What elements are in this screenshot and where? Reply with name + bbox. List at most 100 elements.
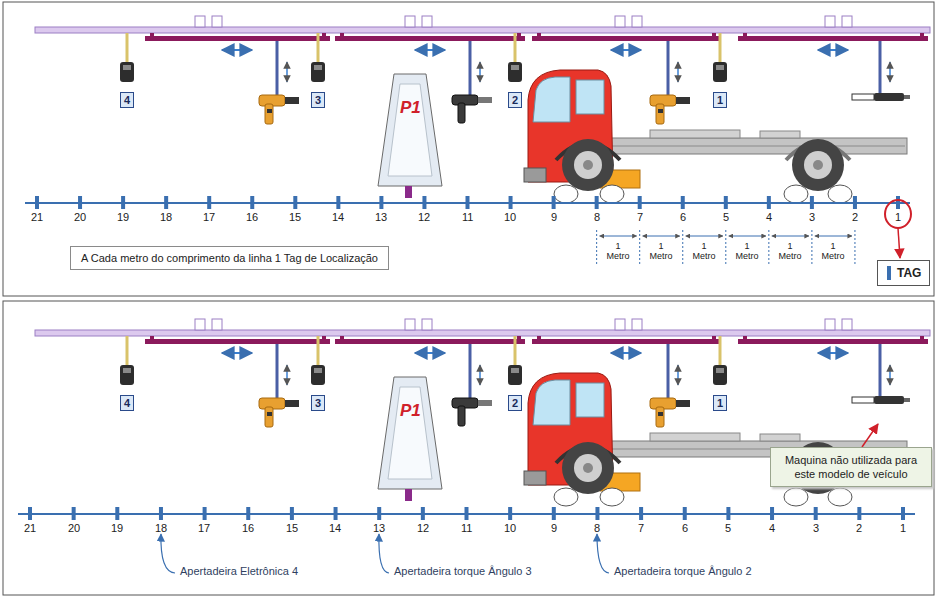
tool-label: Apertadeira torque Ângulo 2: [612, 565, 754, 577]
location-tag: [334, 507, 338, 520]
ruler-number: 17: [203, 211, 215, 223]
callout-box: Maquina não utilizada para este modelo d…: [770, 447, 932, 487]
ruler-number: 7: [638, 522, 644, 534]
tool-label: Apertadeira torque Ângulo 3: [392, 565, 534, 577]
span-divider: [682, 230, 683, 264]
location-tag: [465, 507, 469, 520]
leader-line: [379, 534, 389, 573]
span-divider: [639, 230, 640, 264]
ruler-number: 6: [682, 522, 688, 534]
ruler-number: 16: [242, 522, 254, 534]
span-arrow: [772, 236, 809, 237]
ruler-number: 17: [198, 522, 210, 534]
location-tag: [681, 196, 685, 209]
location-tag: [639, 507, 643, 520]
location-tag: [293, 196, 297, 209]
span-arrow: [815, 236, 852, 237]
leader-line: [161, 534, 175, 573]
ruler-number: 2: [852, 211, 858, 223]
location-tag: [203, 507, 207, 520]
ruler-number: 14: [329, 522, 341, 534]
ruler-number: 14: [332, 211, 344, 223]
span-label: 1 Metro: [775, 241, 805, 261]
leader-line: [862, 424, 878, 447]
sign-label: P1: [400, 98, 421, 118]
location-tag: [810, 196, 814, 209]
line-scene: [35, 319, 930, 506]
location-tag: [683, 507, 687, 520]
station-number: 1: [713, 92, 727, 108]
location-tag: [336, 196, 340, 209]
node-text: 2: [512, 397, 518, 409]
ruler-number: 21: [31, 211, 43, 223]
node-text: TAG: [897, 266, 921, 280]
ruler-number: 18: [155, 522, 167, 534]
span-label: 1 Metro: [818, 241, 848, 261]
highlight-circle: [885, 200, 911, 228]
location-tag: [246, 507, 250, 520]
location-tag: [595, 196, 599, 209]
ruler-number: 2: [856, 522, 862, 534]
location-tag: [767, 196, 771, 209]
ruler-number: 12: [418, 211, 430, 223]
ruler-number: 5: [723, 211, 729, 223]
node-text: Maquina não utilizada para este modelo d…: [785, 454, 917, 480]
panel-frame: [3, 2, 934, 296]
sign-label: P1: [400, 401, 421, 421]
location-tag: [422, 196, 426, 209]
ruler-number: 5: [725, 522, 731, 534]
location-tag: [726, 507, 730, 520]
location-tag: [595, 507, 599, 520]
node-text: 3: [315, 397, 321, 409]
location-tag: [377, 507, 381, 520]
location-tag: [78, 196, 82, 209]
span-label: 1 Metro: [603, 241, 633, 261]
span-label: 1 Metro: [689, 241, 719, 261]
location-tag: [508, 507, 512, 520]
ruler-number: 8: [594, 522, 600, 534]
span-divider: [811, 230, 812, 264]
ruler-number: 4: [769, 522, 775, 534]
location-tag: [35, 196, 39, 209]
ruler-number: 21: [24, 522, 36, 534]
location-tag: [290, 507, 294, 520]
span-divider: [596, 230, 597, 264]
ruler-number: 13: [373, 522, 385, 534]
node-text: 1: [717, 397, 723, 409]
line-scene: [35, 16, 930, 203]
span-label: 1 Metro: [732, 241, 762, 261]
span-arrow: [729, 236, 766, 237]
span-arrow: [643, 236, 680, 237]
node-text: 4: [124, 94, 130, 106]
span-arrow: [686, 236, 723, 237]
ruler-number: 3: [809, 211, 815, 223]
location-tag: [207, 196, 211, 209]
location-tag: [421, 507, 425, 520]
ruler-number: 7: [637, 211, 643, 223]
ruler-number: 6: [680, 211, 686, 223]
ruler-number: 19: [111, 522, 123, 534]
ruler-number: 3: [813, 522, 819, 534]
station-number: 2: [508, 92, 522, 108]
location-tag: [164, 196, 168, 209]
ruler-number: 10: [504, 522, 516, 534]
ruler-number: 1: [900, 522, 906, 534]
node-text: A Cada metro do comprimento da linha 1 T…: [81, 252, 378, 264]
ruler-number: 11: [461, 522, 472, 534]
station-number: 2: [508, 395, 522, 411]
ruler-number: 11: [462, 211, 473, 223]
span-label: 1 Metro: [646, 241, 676, 261]
node-text: 1: [717, 94, 723, 106]
location-tag: [466, 196, 470, 209]
location-tag: [857, 507, 861, 520]
leader-line: [597, 534, 609, 573]
tag-icon: [887, 266, 891, 280]
location-tag: [814, 507, 818, 520]
ruler-number: 15: [286, 522, 298, 534]
ruler-number: 16: [246, 211, 258, 223]
ruler-number: 13: [375, 211, 387, 223]
location-tag: [896, 196, 900, 209]
ruler-number: 10: [504, 211, 516, 223]
location-tag: [28, 507, 32, 520]
